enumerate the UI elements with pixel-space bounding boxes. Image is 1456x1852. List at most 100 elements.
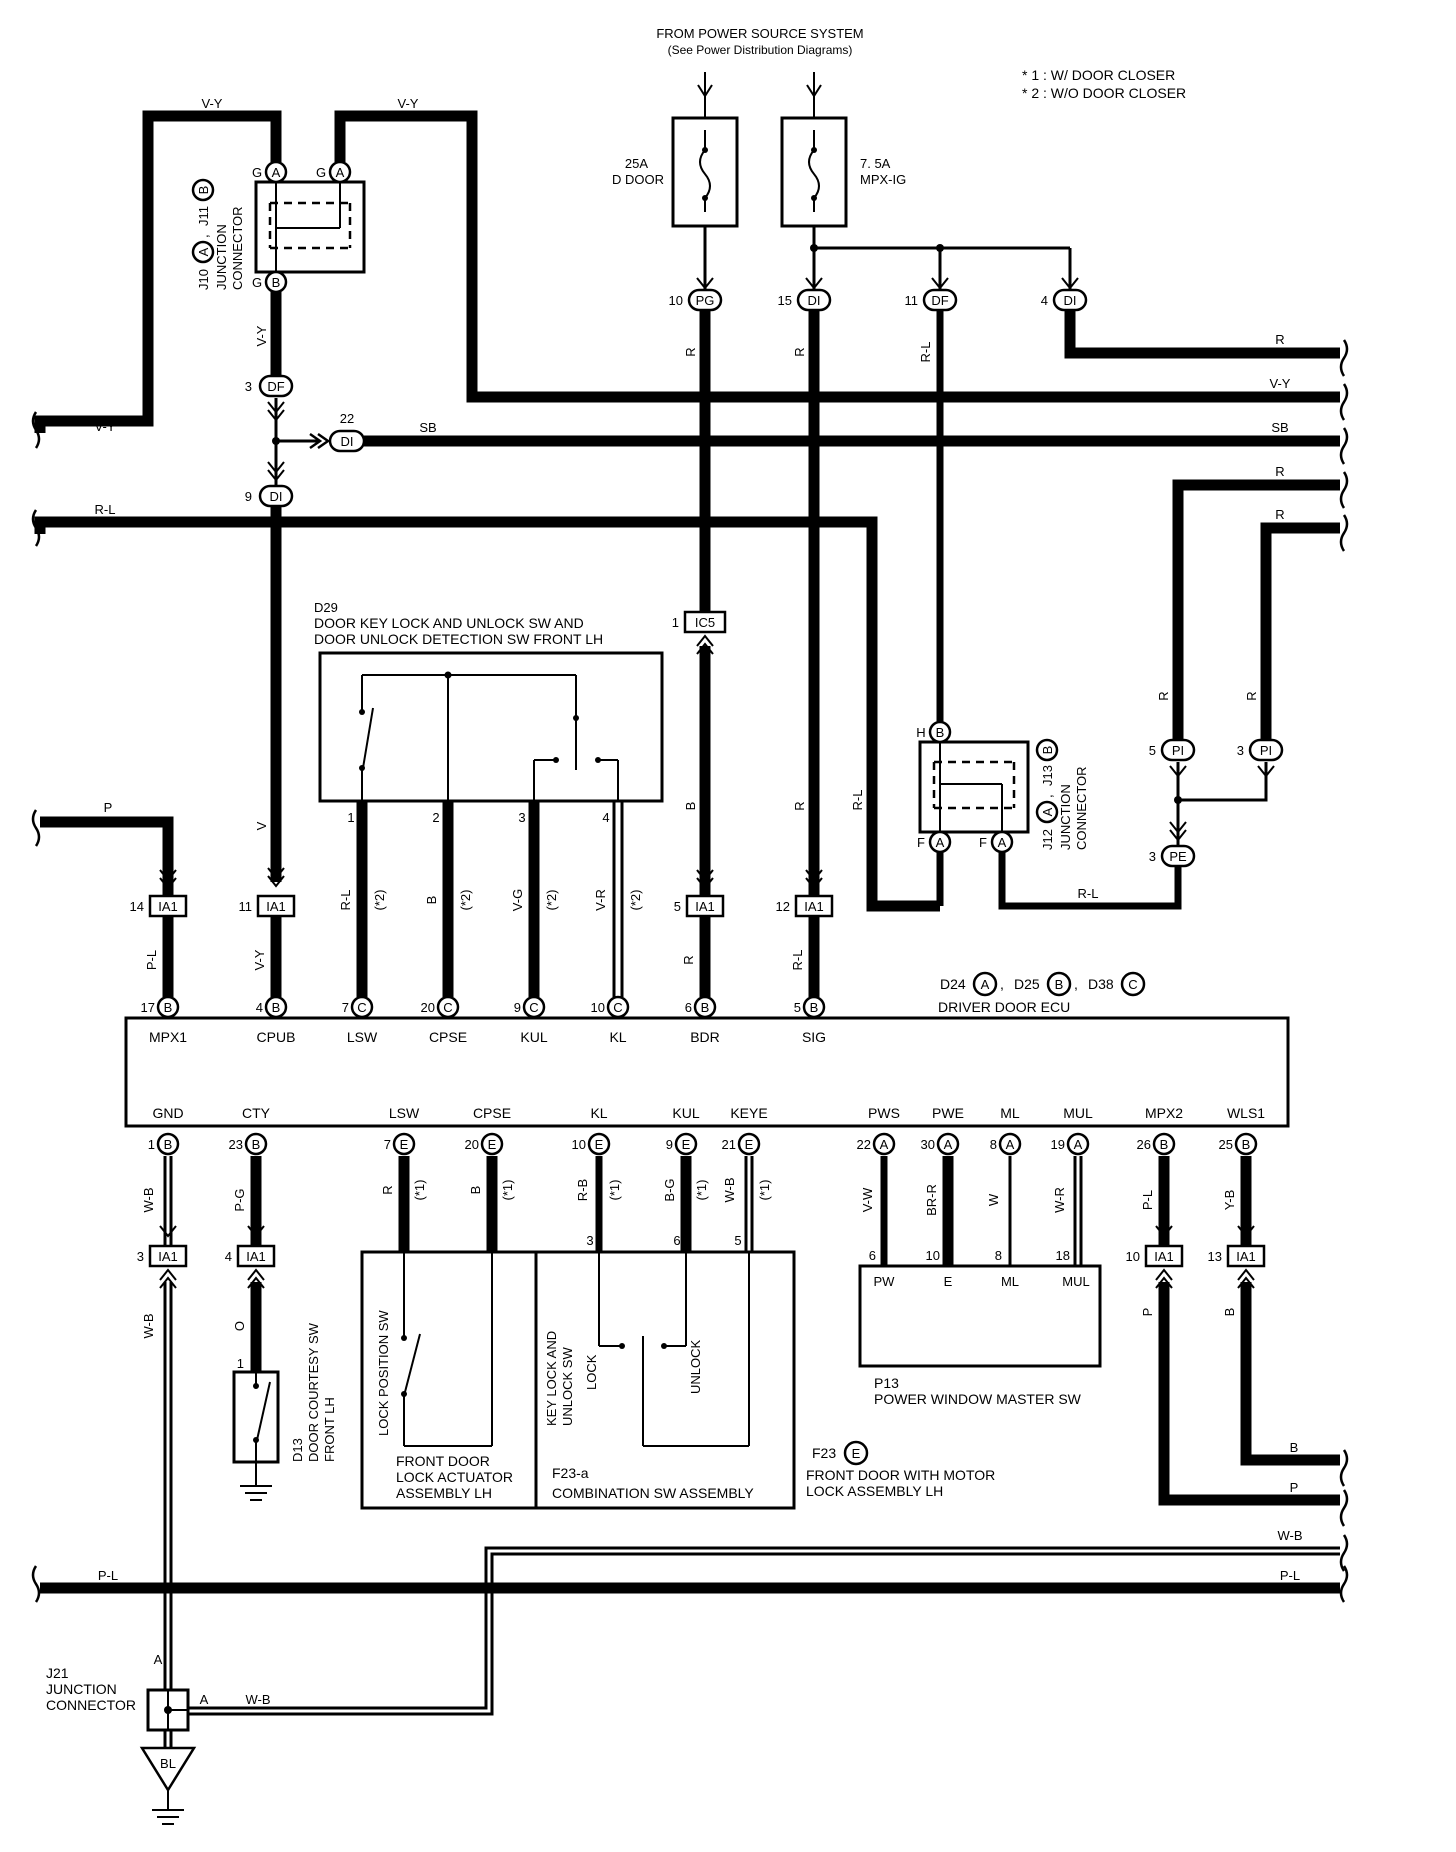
j12-j13-label: J12 A , J13 B JUNCTION CONNECTOR: [1035, 738, 1089, 850]
svg-text:B: B: [272, 275, 281, 290]
ground-bl: [139, 1746, 197, 1825]
wire-label-wb-right: W-B: [1277, 1528, 1302, 1543]
svg-text:,: ,: [196, 234, 211, 238]
ecu-top-pin-label: KUL: [520, 1029, 547, 1045]
wire-label-brr: BR-R: [924, 1184, 939, 1216]
di-pin-9: 9: [245, 489, 252, 504]
ecu-bottom-pin-label: GND: [152, 1105, 183, 1121]
svg-text:C: C: [1128, 977, 1137, 992]
wire-label-pl-mpx2: P-L: [1140, 1190, 1155, 1210]
wire-label-p-left: P: [104, 800, 113, 815]
ia1-pin-4: 4: [225, 1249, 232, 1264]
comb-pin-6: 6: [673, 1233, 680, 1248]
svg-text:B: B: [1040, 746, 1055, 755]
ecu-bottom-pin-label: ML: [1000, 1105, 1020, 1121]
p13-pin-10: 10: [926, 1248, 940, 1263]
wire-label-rl-left: R-L: [95, 502, 116, 517]
connector-ia1-12: IA1: [794, 894, 834, 918]
p13-label-mul: MUL: [1062, 1274, 1089, 1289]
j12-pin-a-2: A: [990, 830, 1014, 854]
d29-pin-4: 4: [602, 810, 609, 825]
j12-pin-b: B: [928, 720, 952, 744]
p13-label-pw: PW: [874, 1274, 896, 1289]
svg-text:A: A: [196, 247, 211, 256]
ecu-bottom-pin-num: 26: [1137, 1137, 1151, 1152]
note-s1-lsw: (*1): [412, 1180, 427, 1201]
wire-label-wb-gnd: W-B: [141, 1187, 156, 1212]
ecu-bottom-pin-tag: B: [1160, 1137, 1169, 1152]
ecu-top-pin-tag: C: [357, 1000, 366, 1015]
wire-label-pl-left: P-L: [98, 1568, 118, 1583]
wire-label-vy-top1: V-Y: [202, 96, 223, 111]
svg-text:J13: J13: [1040, 765, 1055, 786]
j12-pin-a-1: A: [928, 830, 952, 854]
wire-label-rl-mid: R-L: [850, 790, 865, 811]
svg-text:JUNCTION: JUNCTION: [214, 224, 229, 290]
ecu-bottom-pin-num: 20: [465, 1137, 479, 1152]
ecu-bottom-pin-tag: A: [944, 1137, 953, 1152]
ecu-bottom-pin-label: MUL: [1063, 1105, 1093, 1121]
wire-label-o: O: [232, 1321, 247, 1331]
p13-pin-8: 8: [995, 1248, 1002, 1263]
svg-text:IA1: IA1: [246, 1249, 266, 1264]
wire-label-wr: W-R: [1052, 1187, 1067, 1213]
wire-r-pi5: [1172, 479, 1340, 740]
ia1-pin-12: 12: [776, 899, 790, 914]
wire-label-vg: V-G: [510, 889, 525, 911]
pe-pin-3: 3: [1149, 849, 1156, 864]
connector-ia1-11: IA1: [256, 894, 296, 918]
ic5-pin-1: 1: [672, 615, 679, 630]
connector-ia1-10: IA1: [1144, 1244, 1184, 1268]
wire-label-r-1: R: [1275, 332, 1284, 347]
df-pin-11: 11: [905, 293, 919, 308]
wire-vy-right: [334, 110, 1340, 403]
ecu-bottom-pin-tag: B: [164, 1137, 173, 1152]
fuse-mpx-ig: [780, 116, 848, 228]
connector-di-22: DI: [328, 429, 366, 453]
wire-label-rl-pe: R-L: [1078, 886, 1099, 901]
ia1-pin-10: 10: [1126, 1249, 1140, 1264]
power-window-master-sw: [858, 1264, 1102, 1368]
ecu-top-pin-tag: B: [701, 1000, 710, 1015]
junction-connector-j12-j13: [918, 740, 1030, 834]
svg-text:A: A: [272, 165, 281, 180]
wire-p-right: [1158, 1282, 1340, 1506]
pg-pin-10: 10: [669, 293, 683, 308]
wire-break-left: [31, 411, 41, 1603]
junction-connector-j10-j11: [254, 180, 366, 274]
ecu-bottom-pin-num: 21: [722, 1137, 736, 1152]
d13-label: D13 DOOR COURTESY SW FRONT LH: [290, 1322, 337, 1462]
svg-text:A: A: [336, 165, 345, 180]
front-door-lock-assembly: [360, 1250, 796, 1510]
wire-label-rl-df11: R-L: [918, 342, 933, 363]
svg-text:E: E: [852, 1446, 861, 1461]
wire-label-pg: P-G: [232, 1188, 247, 1211]
wire-wb-keye: [744, 1156, 754, 1252]
d13-door-courtesy-sw: [232, 1370, 280, 1501]
wire-label-wb-keye: W-B: [722, 1177, 737, 1202]
svg-text:IA1: IA1: [1236, 1249, 1256, 1264]
df-pin-3: 3: [245, 379, 252, 394]
ecu-bottom-pin-label: WLS1: [1227, 1105, 1265, 1121]
d29-name-1: DOOR KEY LOCK AND UNLOCK SW AND: [314, 615, 584, 631]
wire-label-rb: R-B: [575, 1179, 590, 1201]
j21-junction-connector: [146, 1688, 190, 1732]
ia1-pin-14: 14: [130, 899, 144, 914]
j21-pin-a-right: A: [200, 1692, 209, 1707]
wire-label-pl-mpx1: P-L: [144, 950, 159, 970]
wire-label-rl-sig: R-L: [790, 950, 805, 971]
ecu-top-pin-num: 9: [514, 1000, 521, 1015]
j21-name-1: JUNCTION: [46, 1681, 117, 1697]
connector-pi-5: PI: [1160, 738, 1196, 762]
wire-vy-left: [34, 110, 282, 433]
ecu-bottom-pin-num: 19: [1051, 1137, 1065, 1152]
svg-text:PE: PE: [1169, 849, 1187, 864]
p13-id: P13: [874, 1375, 899, 1391]
ecu-bottom-pin-tag: E: [400, 1137, 409, 1152]
